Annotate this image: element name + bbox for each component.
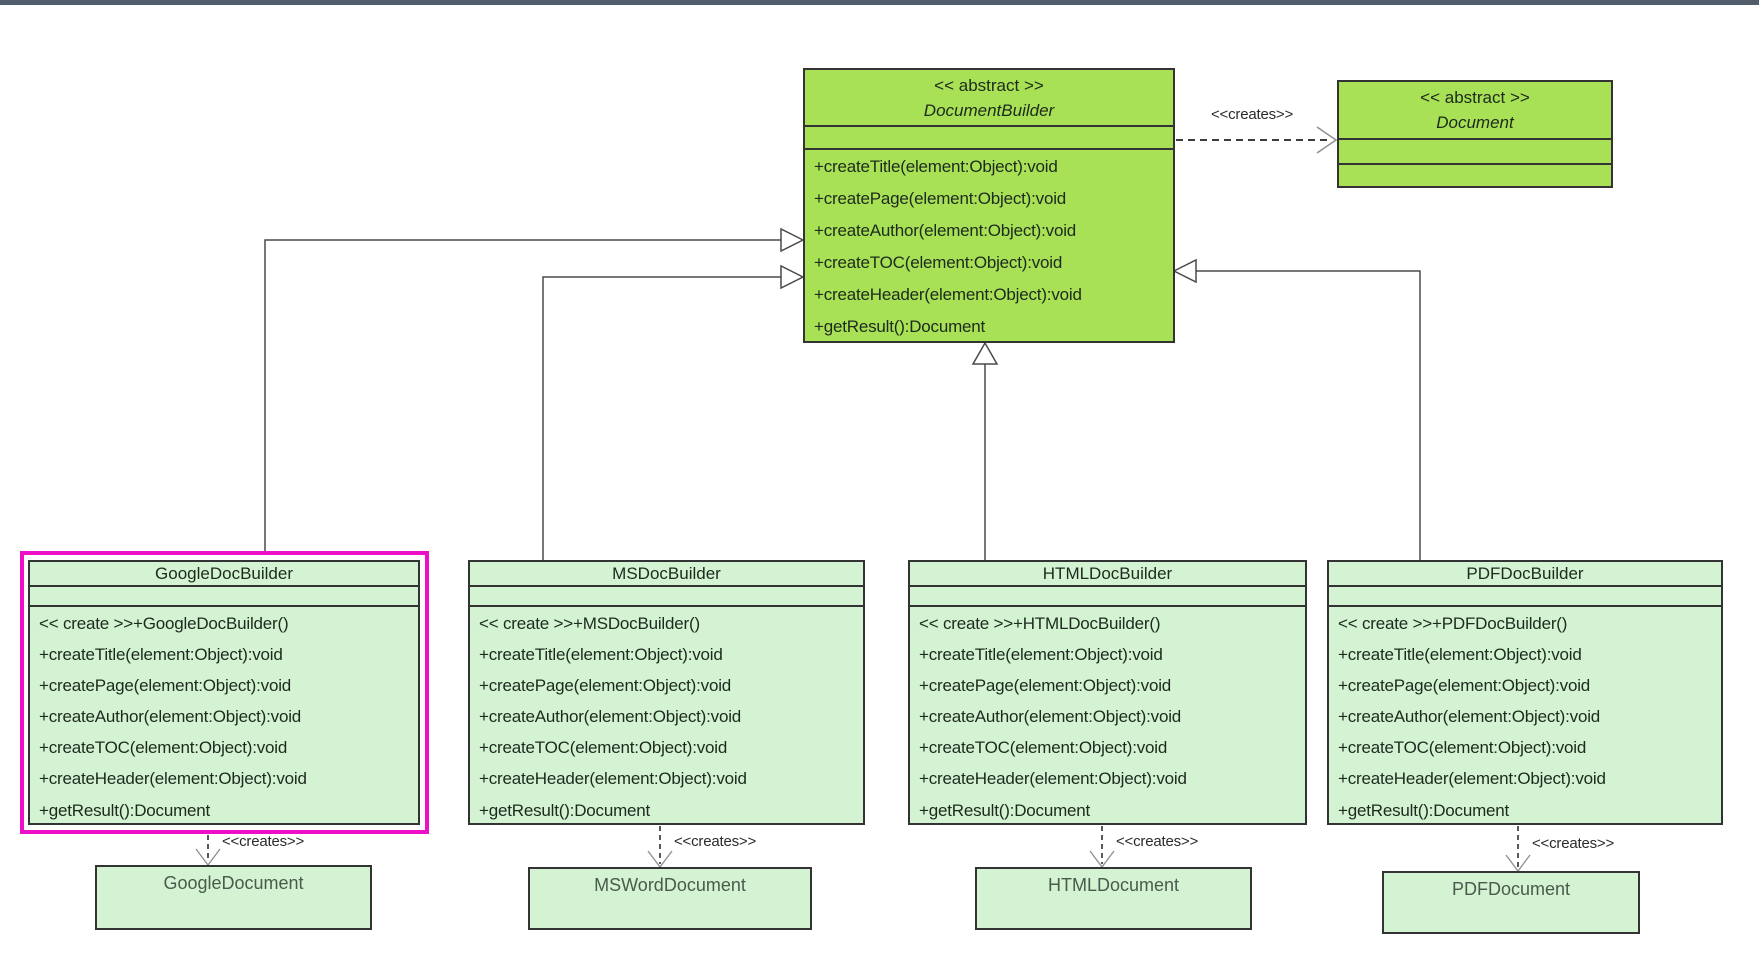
inheritance-arrowhead-icon (780, 227, 805, 253)
methods-compartment: +createTitle(element:Object):void +creat… (805, 150, 1173, 344)
creates-arrow-documentbuilder-document (1176, 126, 1338, 154)
class-msdocbuilder[interactable]: MSDocBuilder << create >>+MSDocBuilder()… (468, 560, 865, 825)
creates-label: <<creates>> (222, 833, 305, 850)
method-label: << create >>+HTMLDocBuilder() (919, 614, 1161, 633)
creates-label: <<creates>> (1116, 833, 1199, 850)
class-name: PDFDocument (1451, 879, 1571, 899)
class-title-compartment: GoogleDocBuilder (30, 562, 418, 587)
class-name: HTMLDocBuilder (1042, 564, 1173, 583)
method-label: +createPage(element:Object):void (39, 676, 292, 696)
window-top-border (0, 0, 1759, 5)
class-title-compartment: << abstract >> Document (1339, 82, 1611, 140)
method-label: +createTOC(element:Object):void (919, 738, 1168, 758)
stereotype-label: << abstract >> (934, 76, 1044, 95)
open-arrowhead-icon (647, 850, 673, 869)
attributes-compartment (1329, 587, 1721, 607)
method-label: +getResult():Document (1338, 800, 1510, 820)
method-label: << create >>+PDFDocBuilder() (1338, 614, 1568, 633)
method-label: +createHeader(element:Object):void (814, 285, 1082, 305)
class-title-compartment: MSDocBuilder (470, 562, 863, 587)
inheritance-arrow-googledocbuilder (264, 227, 805, 553)
class-name: MSDocBuilder (612, 564, 721, 583)
stereotype-label: << abstract >> (1420, 88, 1530, 107)
class-name: HTMLDocument (1047, 875, 1180, 895)
open-arrowhead-icon (1505, 854, 1531, 873)
method-label: +createTitle(element:Object):void (479, 645, 723, 665)
method-label: +createPage(element:Object):void (1338, 676, 1591, 696)
open-arrowhead-icon (195, 848, 221, 867)
method-label: +createPage(element:Object):void (814, 189, 1067, 209)
method-label: +createTOC(element:Object):void (479, 738, 728, 758)
method-label: +createHeader(element:Object):void (1338, 769, 1606, 789)
class-document[interactable]: << abstract >> Document (1337, 80, 1613, 188)
method-label: +createTitle(element:Object):void (814, 157, 1058, 176)
class-mswarddocument[interactable]: MSWordDocument (528, 867, 812, 930)
inheritance-arrowhead-icon (780, 264, 805, 290)
inheritance-arrowhead-icon (971, 341, 999, 365)
inheritance-arrow-htmldocbuilder (971, 341, 999, 560)
method-label: +createTitle(element:Object):void (919, 645, 1163, 665)
method-label: +createTOC(element:Object):void (39, 738, 288, 758)
attributes-compartment (910, 587, 1305, 607)
method-label: +createTitle(element:Object):void (39, 645, 283, 665)
class-name: Document (1436, 113, 1514, 132)
method-label: +createAuthor(element:Object):void (1338, 707, 1601, 727)
methods-compartment: << create >>+MSDocBuilder() +createTitle… (470, 607, 863, 826)
class-documentbuilder[interactable]: << abstract >> DocumentBuilder +createTi… (803, 68, 1175, 343)
method-label: +createTOC(element:Object):void (814, 253, 1063, 273)
method-label: +createTOC(element:Object):void (1338, 738, 1587, 758)
methods-compartment: << create >>+GoogleDocBuilder() +createT… (30, 607, 418, 826)
attributes-compartment (30, 587, 418, 607)
method-label: +createHeader(element:Object):void (919, 769, 1187, 789)
open-arrowhead-icon (1089, 850, 1115, 869)
class-name: DocumentBuilder (923, 101, 1055, 120)
creates-arrow-pdfdocbuilder-product (1505, 826, 1531, 873)
inheritance-arrow-pdfdocbuilder (1172, 258, 1421, 560)
class-googledocbuilder[interactable]: GoogleDocBuilder << create >>+GoogleDocB… (28, 560, 420, 825)
creates-label: <<creates>> (674, 833, 757, 850)
method-label: +createAuthor(element:Object):void (814, 221, 1077, 241)
class-pdfdocument[interactable]: PDFDocument (1382, 871, 1640, 934)
inheritance-arrow-msdocbuilder (542, 264, 805, 560)
class-title-compartment: HTMLDocBuilder (910, 562, 1305, 587)
creates-label: <<creates>> (1210, 106, 1294, 123)
class-htmldocument[interactable]: HTMLDocument (975, 867, 1252, 930)
creates-label: <<creates>> (1532, 835, 1615, 852)
inheritance-arrowhead-icon (1172, 258, 1197, 284)
class-name: GoogleDocument (163, 873, 304, 893)
class-name: GoogleDocBuilder (155, 564, 293, 583)
creates-arrow-htmldocbuilder-product (1089, 826, 1115, 869)
attributes-compartment (470, 587, 863, 607)
attributes-compartment (1339, 140, 1611, 165)
class-name: PDFDocBuilder (1466, 564, 1584, 583)
creates-arrow-msdocbuilder-product (647, 826, 673, 869)
class-htmldocbuilder[interactable]: HTMLDocBuilder << create >>+HTMLDocBuild… (908, 560, 1307, 825)
method-label: +createAuthor(element:Object):void (39, 707, 302, 727)
methods-compartment: << create >>+HTMLDocBuilder() +createTit… (910, 607, 1305, 826)
selection-highlight (20, 551, 429, 834)
class-title-compartment: PDFDocBuilder (1329, 562, 1721, 587)
method-label: +createAuthor(element:Object):void (919, 707, 1182, 727)
method-label: << create >>+GoogleDocBuilder() (39, 614, 289, 633)
method-label: << create >>+MSDocBuilder() (479, 614, 700, 633)
method-label: +getResult():Document (814, 317, 986, 337)
method-label: +getResult():Document (479, 800, 651, 820)
method-label: +createPage(element:Object):void (919, 676, 1172, 696)
class-pdfdocbuilder[interactable]: PDFDocBuilder << create >>+PDFDocBuilder… (1327, 560, 1723, 825)
class-googledocument[interactable]: GoogleDocument (95, 865, 372, 930)
creates-arrow-googledocbuilder-product (195, 835, 221, 867)
method-label: +createHeader(element:Object):void (479, 769, 747, 789)
class-title-compartment: << abstract >> DocumentBuilder (805, 70, 1173, 127)
methods-compartment: << create >>+PDFDocBuilder() +createTitl… (1329, 607, 1721, 826)
method-label: +createAuthor(element:Object):void (479, 707, 742, 727)
method-label: +createTitle(element:Object):void (1338, 645, 1582, 665)
method-label: +createPage(element:Object):void (479, 676, 732, 696)
method-label: +getResult():Document (39, 800, 211, 820)
method-label: +createHeader(element:Object):void (39, 769, 307, 789)
class-name: MSWordDocument (594, 875, 746, 895)
attributes-compartment (805, 127, 1173, 150)
open-arrowhead-icon (1316, 126, 1338, 154)
method-label: +getResult():Document (919, 800, 1091, 820)
